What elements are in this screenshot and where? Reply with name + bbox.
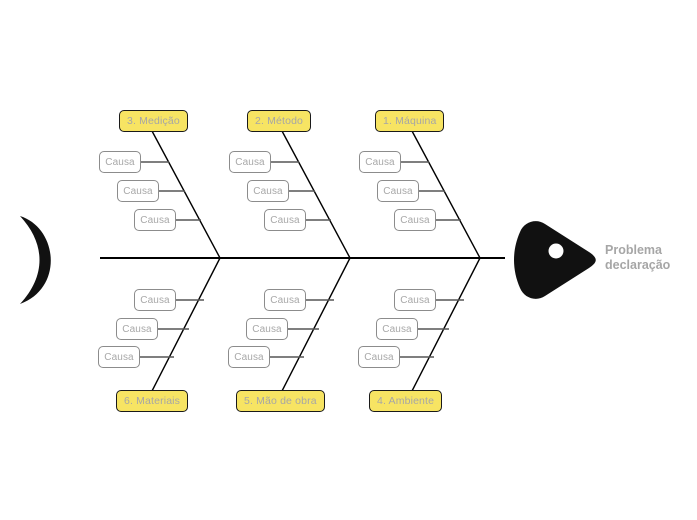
cause-box-medicao-1[interactable]: Causa <box>99 151 141 173</box>
cause-box-materiais-2[interactable]: Causa <box>116 318 158 340</box>
category-box-medicao[interactable]: 3. Medição <box>119 110 188 132</box>
cause-box-maquina-3[interactable]: Causa <box>394 209 436 231</box>
branch-bone-maquina <box>411 130 481 259</box>
branch-bone-metodo <box>281 130 351 259</box>
cause-box-mao-de-obra-3[interactable]: Causa <box>228 346 270 368</box>
category-box-maquina[interactable]: 1. Máquina <box>375 110 445 132</box>
branch-bone-mao-de-obra <box>281 257 351 392</box>
cause-box-ambiente-3[interactable]: Causa <box>358 346 400 368</box>
category-box-metodo[interactable]: 2. Método <box>247 110 312 132</box>
cause-box-mao-de-obra-2[interactable]: Causa <box>246 318 288 340</box>
cause-box-medicao-3[interactable]: Causa <box>134 209 176 231</box>
cause-box-mao-de-obra-1[interactable]: Causa <box>264 289 306 311</box>
cause-box-materiais-1[interactable]: Causa <box>134 289 176 311</box>
cause-box-maquina-2[interactable]: Causa <box>377 180 419 202</box>
cause-box-ambiente-2[interactable]: Causa <box>376 318 418 340</box>
fish-tail-shape <box>20 216 51 304</box>
problem-statement-line2: declaração <box>605 258 671 272</box>
cause-box-metodo-2[interactable]: Causa <box>247 180 289 202</box>
cause-box-ambiente-1[interactable]: Causa <box>394 289 436 311</box>
category-box-mao-de-obra[interactable]: 5. Mão de obra <box>236 390 325 412</box>
problem-statement: Problema declaração <box>605 243 670 273</box>
branch-bone-medicao <box>151 130 221 259</box>
cause-box-metodo-3[interactable]: Causa <box>264 209 306 231</box>
fish-head-shape <box>514 221 596 299</box>
branch-bone-ambiente <box>411 257 481 392</box>
category-box-materiais[interactable]: 6. Materiais <box>116 390 189 412</box>
branch-bone-materiais <box>151 257 221 392</box>
cause-box-medicao-2[interactable]: Causa <box>117 180 159 202</box>
cause-box-maquina-1[interactable]: Causa <box>359 151 401 173</box>
cause-box-metodo-1[interactable]: Causa <box>229 151 271 173</box>
problem-statement-line1: Problema <box>605 243 662 257</box>
fish-eye-icon <box>548 243 564 259</box>
category-box-ambiente[interactable]: 4. Ambiente <box>369 390 443 412</box>
cause-box-materiais-3[interactable]: Causa <box>98 346 140 368</box>
